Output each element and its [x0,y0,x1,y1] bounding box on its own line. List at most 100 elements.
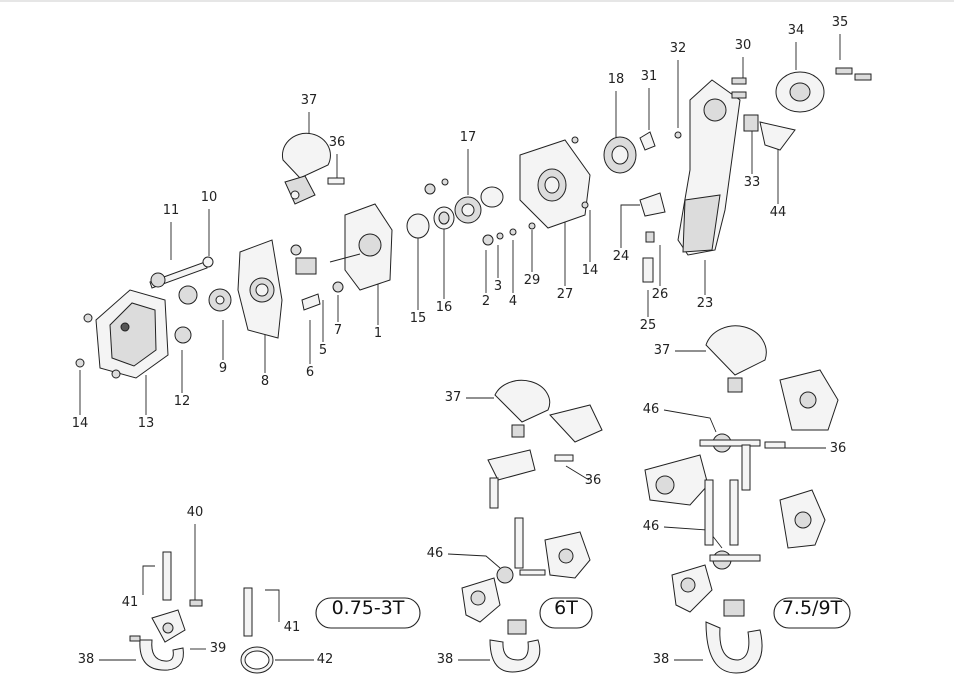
part-5-pinion [295,257,317,275]
part-27-housing [519,139,591,229]
part-7-bush [332,281,344,293]
part-number-7: 7 [334,323,342,338]
part-number-8: 8 [261,374,269,389]
washer [480,186,504,208]
part-37-hook [494,379,551,423]
chain [729,479,739,546]
chain [514,517,524,569]
part-38-hook [489,639,541,673]
part-36-pin [327,177,345,185]
part-14-nut [83,313,93,323]
part-3 [496,232,504,240]
part-number-31: 31 [641,69,658,84]
part-number-32: 32 [670,41,687,56]
part-number-1: 1 [374,326,382,341]
part-number-29: 29 [524,273,541,288]
part-number-46: 46 [643,519,660,534]
bracket-left [487,449,536,481]
part-25-spring [642,257,654,283]
part-33 [743,114,759,132]
part-38-bottom-hook [705,621,763,674]
part-2 [482,234,494,246]
part-37-hook-large [705,325,767,376]
part-14-nut [111,369,121,379]
assembly-6t [461,379,603,673]
part-14-nut [75,358,85,368]
frame-left [644,454,709,506]
part-number-24: 24 [613,249,630,264]
part-number-16: 16 [436,300,453,315]
part-number-26: 26 [652,287,669,302]
part-number-37: 37 [654,343,671,358]
part-35-bolt [854,73,872,81]
part-40-bolt [189,599,203,607]
part-number-9: 9 [219,361,227,376]
part-44-selector [759,121,796,151]
part-8-plate [237,239,283,339]
part-14-nut [581,201,589,209]
part-number-35: 35 [832,15,849,30]
part-number-36: 36 [585,473,602,488]
part-18-brake [603,136,637,174]
part-13-gear-cover [95,289,169,379]
part-number-34: 34 [788,23,805,38]
part-number-17: 17 [460,130,477,145]
part-number-3: 3 [494,279,502,294]
part-31 [639,131,656,151]
part-10-washer [202,256,214,268]
part-12-gear [174,326,192,344]
part-number-5: 5 [319,343,327,358]
part-number-18: 18 [608,72,625,87]
rating-badge-7-5-9t [773,597,851,629]
chain [741,444,751,491]
part-number-37: 37 [445,390,462,405]
part-11-shaft [149,261,208,289]
part-number-38: 38 [437,652,454,667]
part-number-13: 13 [138,416,155,431]
part-number-39: 39 [210,641,227,656]
part-41-chain [243,587,253,637]
part-number-4: 4 [509,294,517,309]
part-46-idler [496,566,514,584]
part-35-bolt [835,67,853,75]
part-number-14: 14 [582,263,599,278]
rating-badge-0-75-3t [315,597,421,629]
part-29 [528,222,536,230]
part-4 [509,228,517,236]
part-23-handle-lever [677,79,741,256]
part-number-12: 12 [174,394,191,409]
chain [489,477,499,509]
part-number-38: 38 [78,652,95,667]
part-26 [645,231,655,243]
part-number-42: 42 [317,652,334,667]
assembly-7-5-9t [644,325,839,674]
part-number-33: 33 [744,175,761,190]
part-number-30: 30 [735,38,752,53]
part-30-bolt [731,91,747,99]
part-36-pin [554,454,574,462]
rating-label: 6T [554,597,578,619]
part-number-41: 41 [122,595,139,610]
part-41-chain [162,551,172,601]
part-24 [639,192,666,217]
bracket [549,404,603,443]
part-number-44: 44 [770,205,787,220]
chain [704,479,714,546]
part-number-6: 6 [306,365,314,380]
part-number-25: 25 [640,318,657,333]
part-number-10: 10 [201,190,218,205]
part-number-2: 2 [482,294,490,309]
part-1-frame [329,203,393,291]
part-37-top-hook [281,132,331,205]
rating-badge-6t [539,597,593,629]
assembly-0-75-3t [129,551,274,674]
part-number-41: 41 [284,620,301,635]
rating-label: 7.5/9T [782,597,843,619]
part-38-hook [139,639,184,671]
part-number-15: 15 [410,311,427,326]
part-number-46: 46 [427,546,444,561]
part-number-38: 38 [653,652,670,667]
